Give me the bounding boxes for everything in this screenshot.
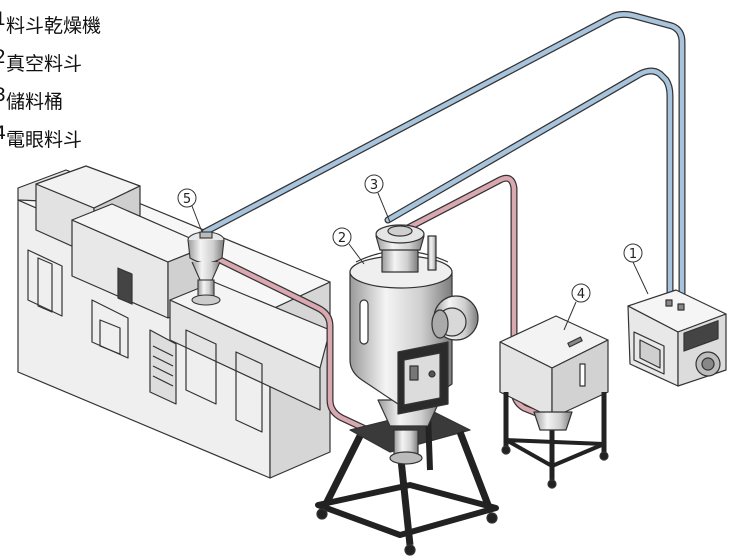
legend-label: 料斗乾燥機 [6,15,102,37]
callouts: 1 2 3 4 5 [177,174,649,331]
svg-text:5: 5 [183,192,191,207]
callout-4: 4 [563,283,591,331]
svg-text:1: 1 [629,247,637,262]
legend-label: 儲料桶 [6,91,64,113]
callout-2: 2 [332,227,365,265]
callout-3: 3 [364,174,391,223]
hopper-dryer-2 [315,224,499,556]
legend-item-1: 1料斗乾燥機 [0,6,101,44]
injection-molding-machine [17,165,331,479]
legend: 1料斗乾燥機 2真空料斗 3儲料桶 4電眼料斗 [0,6,101,158]
vacuum-hopper-5 [187,231,225,306]
legend-item-2: 2真空料斗 [0,44,101,82]
legend-item-4: 4電眼料斗 [0,120,101,158]
legend-label: 電眼料斗 [6,129,83,151]
callout-1: 1 [623,243,649,295]
svg-text:4: 4 [577,287,585,302]
callout-5: 5 [177,188,203,233]
vacuum-loader-1 [627,289,727,387]
legend-label: 真空料斗 [6,53,83,75]
pipe-network [201,10,686,436]
svg-text:2: 2 [338,231,346,246]
legend-item-3: 3儲料桶 [0,82,101,120]
svg-text:3: 3 [370,178,378,193]
storage-bin-4 [499,315,609,489]
